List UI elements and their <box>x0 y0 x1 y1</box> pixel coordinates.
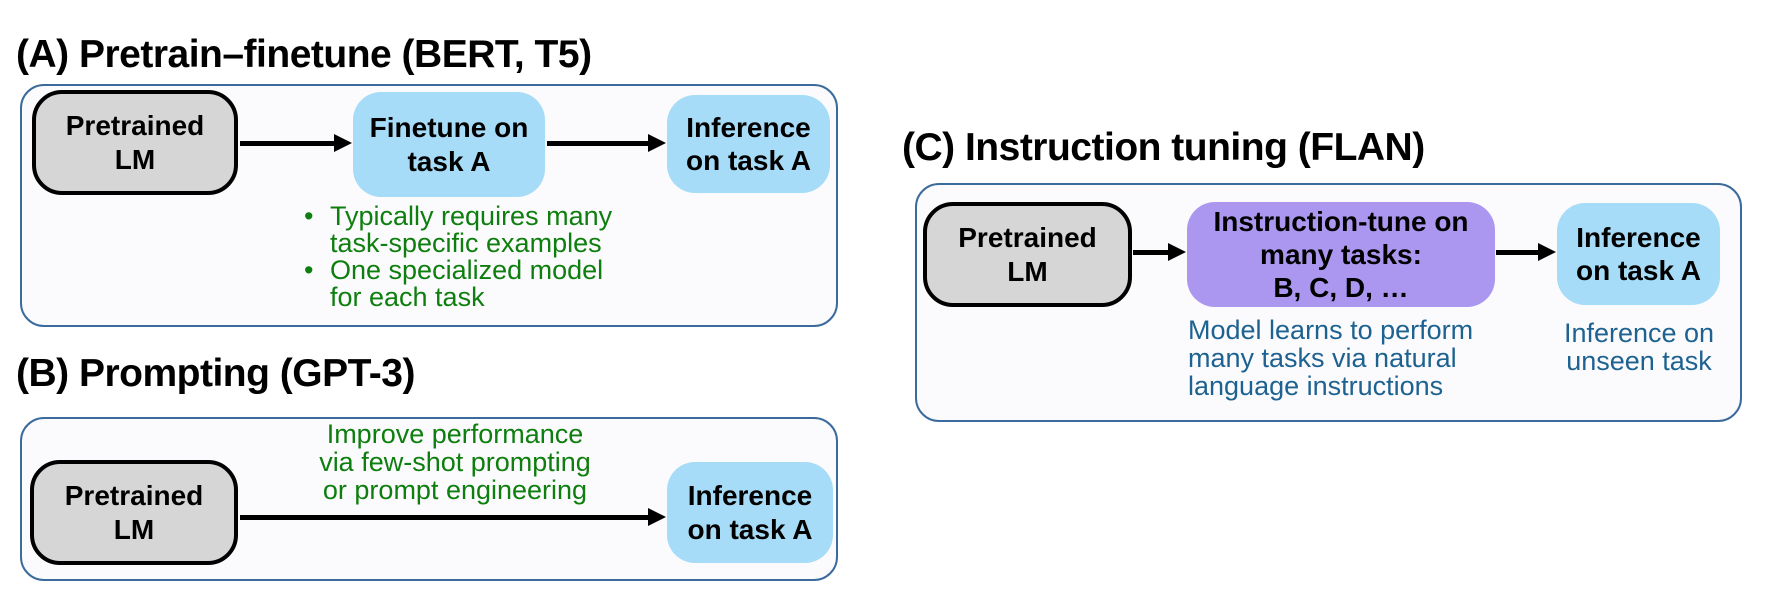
panel-b-arrow-pretrain-to-inference <box>240 508 666 526</box>
panel-a-bullet-2: One specialized model for each task <box>302 257 682 311</box>
arrow-shaft <box>547 140 651 146</box>
arrow-shaft <box>240 514 651 520</box>
arrow-shaft <box>1496 249 1541 255</box>
arrow-head <box>648 508 666 526</box>
arrow-head <box>1538 243 1556 261</box>
panel-b-inference-box: Inference on task A <box>667 462 833 563</box>
panel-a-pretrained-lm-box: Pretrained LM <box>32 90 238 195</box>
arrow-head <box>648 134 666 152</box>
panel-a-arrow-finetune-to-inference <box>547 134 666 152</box>
panel-a-bullet-1: Typically requires many task-specific ex… <box>302 203 682 257</box>
panel-b-prompting-note: Improve performance via few-shot prompti… <box>319 419 591 505</box>
panel-b-title: (B) Prompting (GPT-3) <box>16 352 415 395</box>
panel-a-arrow-pretrain-to-finetune <box>240 134 352 152</box>
panel-c-unseen-task-note: Inference on unseen task <box>1563 318 1715 376</box>
arrow-head <box>1168 243 1186 261</box>
panel-c-model-learns-note: Model learns to perform many tasks via n… <box>1188 315 1474 401</box>
panel-c-inference-box: Inference on task A <box>1557 203 1720 305</box>
panel-c-pretrained-lm-box: Pretrained LM <box>923 202 1132 307</box>
panel-c-title: (C) Instruction tuning (FLAN) <box>902 126 1425 169</box>
panel-a-finetune-box: Finetune on task A <box>353 92 545 197</box>
arrow-shaft <box>1133 249 1171 255</box>
panel-a-title: (A) Pretrain–finetune (BERT, T5) <box>16 33 592 76</box>
panel-c-instruction-tune-box: Instruction-tune on many tasks: B, C, D,… <box>1187 202 1495 307</box>
arrow-head <box>334 134 352 152</box>
panel-a-inference-box: Inference on task A <box>667 95 830 193</box>
panel-c-arrow-pretrain-to-instruction-tune <box>1133 243 1186 261</box>
panel-c-arrow-instruction-tune-to-inference <box>1496 243 1556 261</box>
panel-b-pretrained-lm-box: Pretrained LM <box>30 460 238 565</box>
panel-a-bullet-list: Typically requires many task-specific ex… <box>302 203 682 311</box>
arrow-shaft <box>240 140 337 146</box>
